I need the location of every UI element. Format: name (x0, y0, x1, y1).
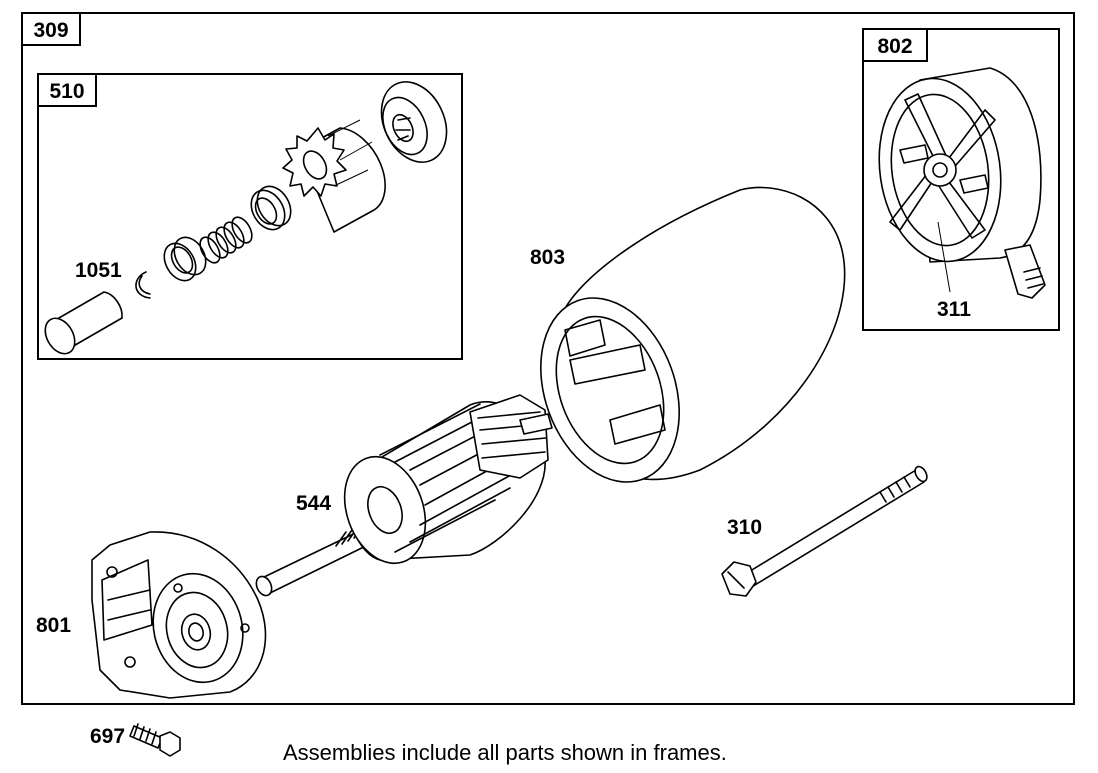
retainer-ring-part (135, 271, 151, 299)
through-bolt-part (721, 465, 928, 597)
end-cap-frame (862, 28, 1060, 331)
stop-washer-part (380, 81, 448, 163)
drive-kit-frame (37, 73, 463, 360)
housing-label: 803 (530, 246, 565, 269)
drive-sleeve-part (44, 291, 123, 355)
armature-part (255, 394, 553, 597)
motor-housing-part (540, 186, 846, 483)
main-frame-tag: 309 (21, 12, 81, 46)
main-frame (21, 12, 1075, 705)
spring-part (199, 216, 253, 264)
cup-washer-part (250, 185, 292, 231)
retainer-ring-label: 1051 (75, 259, 122, 282)
drive-end-plate-part (91, 531, 267, 699)
drive-end-plate-label: 801 (36, 614, 71, 637)
commutator-end-cap-part (878, 67, 1046, 299)
drive-kit-frame-tag: 510 (37, 73, 97, 107)
brush-part-label: 311 (937, 298, 971, 321)
pinion-gear-part (282, 119, 386, 233)
main-frame-label: 309 (33, 19, 68, 42)
armature-label: 544 (296, 492, 331, 515)
through-bolt-label: 310 (727, 516, 762, 539)
end-cap-frame-label: 802 (877, 35, 912, 58)
drive-kit-frame-label: 510 (49, 80, 84, 103)
screw-label: 697 (90, 725, 125, 748)
screw-part (129, 723, 181, 757)
footnote-text: Assemblies include all parts shown in fr… (283, 740, 727, 765)
end-cap-frame-tag: 802 (862, 28, 928, 62)
collar-part (163, 236, 207, 282)
